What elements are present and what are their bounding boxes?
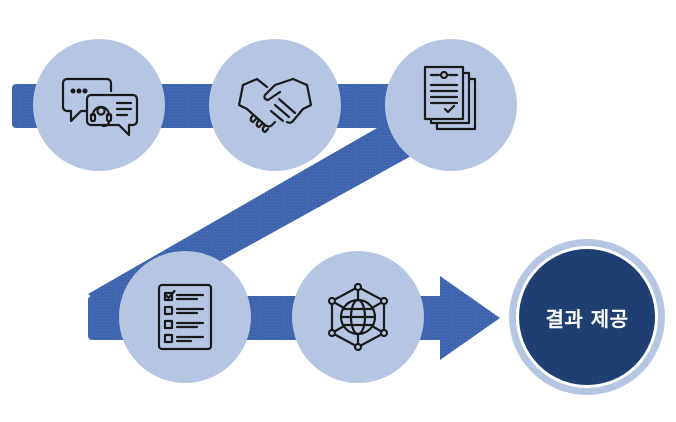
chat-bubbles-headset-icon — [61, 77, 139, 137]
step-circle-2 — [209, 39, 341, 171]
handshake-icon — [237, 77, 313, 134]
step-circle-4 — [119, 251, 251, 383]
arrow-head — [440, 276, 500, 360]
globe-network-icon — [327, 282, 389, 352]
checklist-icon — [157, 283, 213, 351]
step-circle-5 — [292, 251, 424, 383]
step-circle-3 — [385, 39, 517, 171]
documents-checkmark-icon — [423, 65, 477, 131]
step-circle-1 — [33, 39, 165, 171]
result-node: 결과 제공 — [509, 239, 665, 395]
result-label: 결과 제공 — [545, 306, 629, 331]
result-node-inner: 결과 제공 — [516, 246, 658, 388]
